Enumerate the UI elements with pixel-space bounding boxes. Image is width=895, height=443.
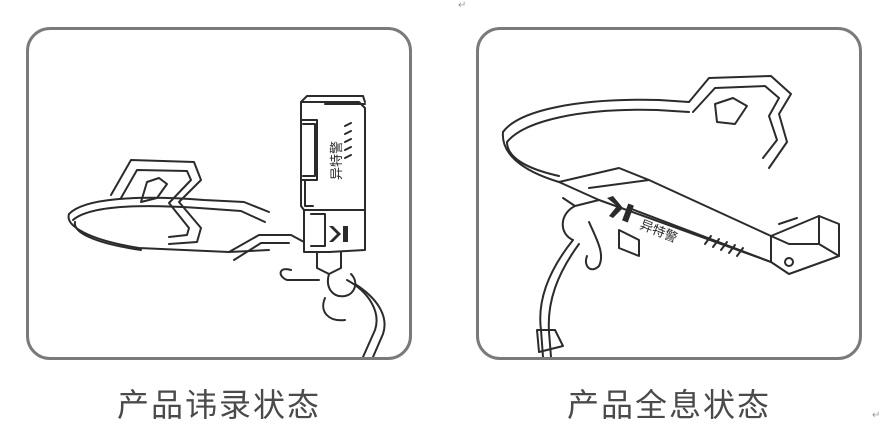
headset-illustration-holographic: 异特警 [501, 75, 840, 357]
product-panel-holographic: 异特警 [476, 27, 862, 360]
brand-text-vertical: 异特警 [329, 141, 345, 180]
caption-recording-state: 产品讳录状态 [116, 386, 321, 424]
headset-illustration-recording: 异特警 [67, 95, 386, 357]
product-panel-recording: 异特警 [26, 27, 412, 360]
paragraph-mark-top: ↵ [458, 0, 467, 11]
paragraph-mark-bottom: ↵ [872, 410, 881, 421]
caption-holographic-state: 产品全息状态 [566, 386, 771, 424]
